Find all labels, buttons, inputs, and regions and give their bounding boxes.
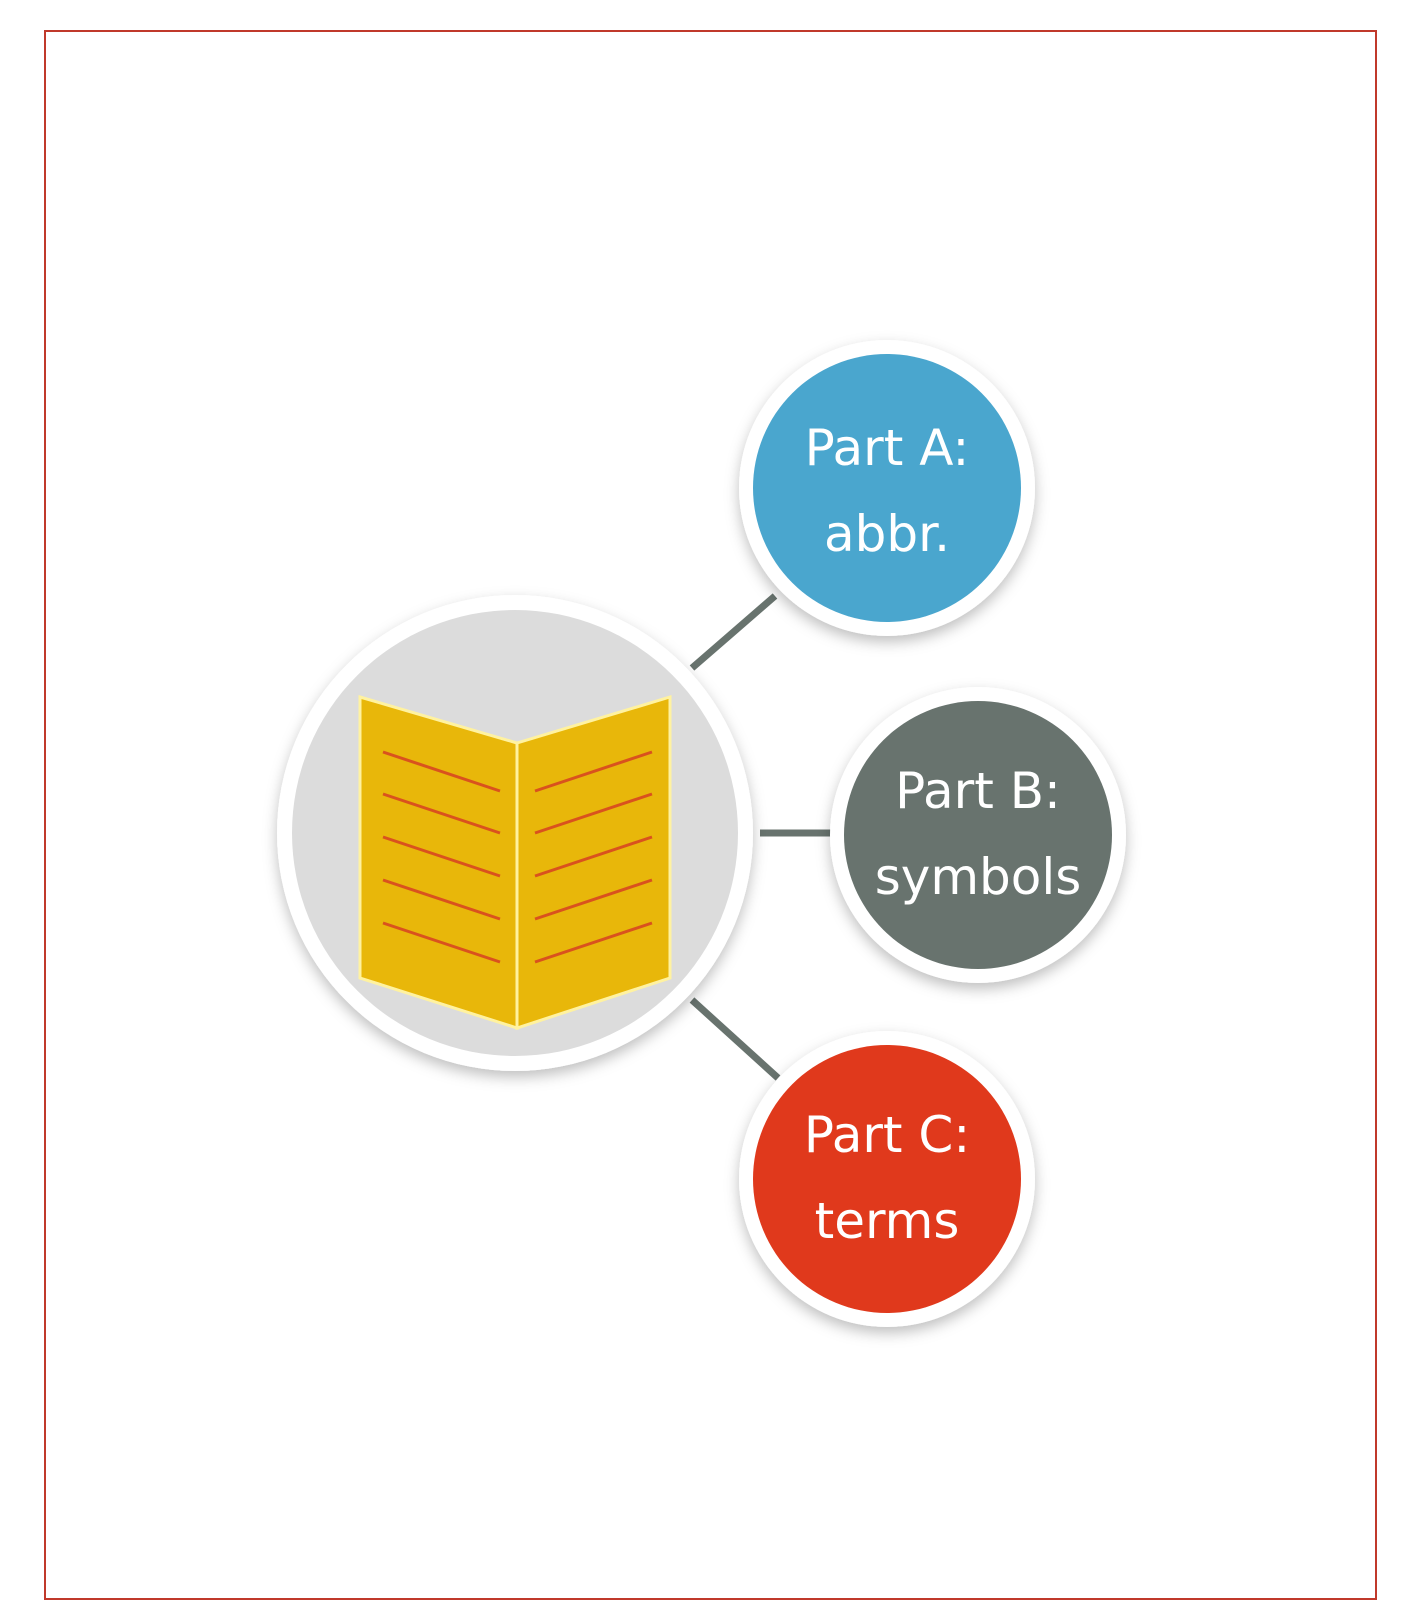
node-part-a: Part A: abbr. — [739, 340, 1035, 636]
connector-part-c — [689, 997, 781, 1081]
node-part-b-line2: symbols — [875, 848, 1082, 906]
node-part-b-fill — [844, 701, 1112, 969]
node-part-a-line1: Part A: — [805, 419, 970, 477]
node-part-c-fill — [753, 1045, 1021, 1313]
page-frame — [44, 30, 1377, 1600]
node-part-b-line1: Part B: — [895, 762, 1061, 820]
connector-part-a — [689, 593, 778, 671]
node-part-b: Part B: symbols — [830, 687, 1126, 983]
hub-node — [277, 595, 753, 1071]
node-part-c-line2: terms — [815, 1192, 960, 1250]
node-part-c: Part C: terms — [739, 1031, 1035, 1327]
node-part-a-line2: abbr. — [824, 505, 950, 563]
node-part-c-line1: Part C: — [804, 1106, 970, 1164]
open-book-icon — [358, 694, 672, 1031]
node-part-a-fill — [753, 354, 1021, 622]
